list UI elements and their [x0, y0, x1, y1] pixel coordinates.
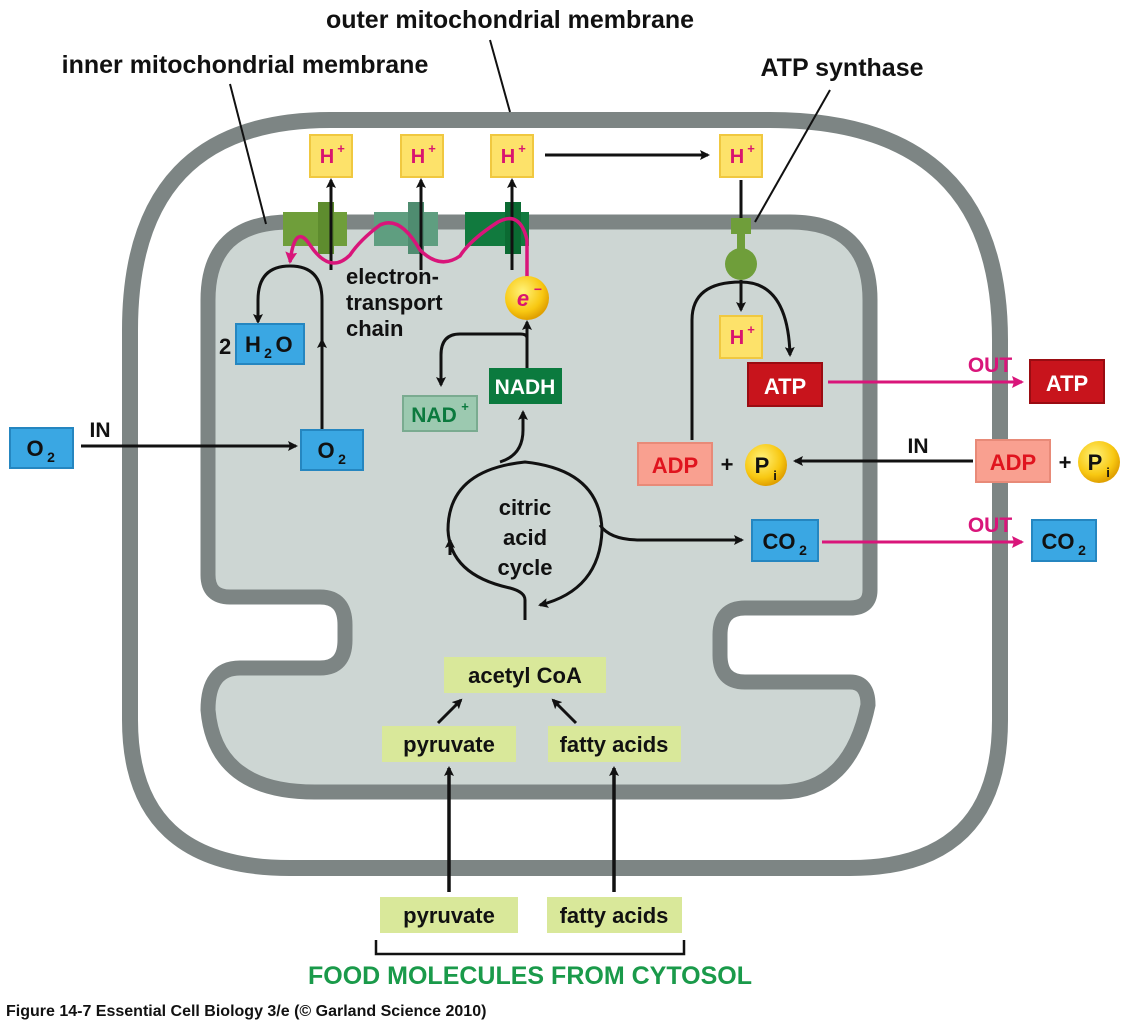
inner-membrane-leader — [229, 83, 267, 225]
etc-label-2: transport — [346, 290, 443, 315]
outer-membrane-leader — [489, 39, 511, 113]
svg-text:acetyl CoA: acetyl CoA — [468, 663, 582, 688]
adp-to-atp-arrow — [690, 280, 795, 440]
svg-text:H: H — [320, 146, 334, 168]
svg-text:P: P — [755, 453, 770, 478]
o2-to-water-arrow — [253, 264, 324, 430]
fatty-acid-to-acetyl-arrow — [551, 698, 578, 725]
adp-in-label: IN — [908, 435, 929, 458]
o2-in-label: IN — [90, 419, 111, 442]
svg-text:2: 2 — [264, 345, 272, 361]
svg-text:pyruvate: pyruvate — [403, 903, 495, 928]
figure-caption: Figure 14-7 Essential Cell Biology 3/e (… — [6, 1003, 486, 1020]
adp-box-matrix: ADP — [637, 442, 713, 486]
svg-text:ADP: ADP — [990, 450, 1036, 475]
food-molecules-title: FOOD MOLECULES FROM CYTOSOL — [308, 962, 752, 990]
co2-box-matrix: CO 2 — [751, 519, 819, 562]
o2-box-matrix: O 2 — [300, 429, 364, 471]
plus-sign-cytosol: + — [1059, 450, 1072, 475]
pi-ball-cytosol: P i — [1078, 441, 1120, 483]
svg-text:+: + — [747, 322, 755, 337]
svg-text:O: O — [317, 438, 334, 463]
svg-text:P: P — [1088, 450, 1103, 475]
h-plus-box-matrix: H + — [719, 315, 763, 359]
svg-text:NADH: NADH — [495, 376, 556, 399]
svg-text:+: + — [518, 141, 526, 156]
svg-text:fatty acids: fatty acids — [560, 903, 669, 928]
electron-path — [285, 216, 529, 278]
svg-text:O: O — [275, 332, 292, 357]
cycle-label-1: citric — [499, 495, 552, 520]
svg-text:−: − — [534, 281, 542, 297]
svg-text:fatty acids: fatty acids — [560, 732, 669, 757]
water-box: H 2 O — [235, 323, 305, 365]
atp-box-cytosol: ATP — [1029, 359, 1105, 404]
etc-label-1: electron- — [346, 264, 439, 289]
svg-text:NAD: NAD — [411, 404, 457, 427]
atp-box-matrix: ATP — [747, 362, 823, 407]
svg-text:CO: CO — [763, 529, 796, 554]
svg-text:+: + — [428, 141, 436, 156]
svg-text:H: H — [245, 332, 261, 357]
svg-text:ADP: ADP — [652, 453, 698, 478]
cycle-label-2: acid — [503, 525, 547, 550]
h-plus-box-2: H + — [400, 134, 444, 178]
acetyl-coa-box: acetyl CoA — [444, 657, 606, 693]
cycle-label-3: cycle — [497, 555, 552, 580]
svg-text:H: H — [730, 146, 744, 168]
svg-text:H: H — [730, 327, 744, 349]
water-coefficient: 2 — [219, 334, 231, 359]
h-plus-box-3: H + — [490, 134, 534, 178]
svg-text:2: 2 — [47, 449, 55, 465]
atp-synthase-leader — [754, 89, 831, 223]
svg-text:+: + — [337, 141, 345, 156]
nadh-box: NADH — [489, 368, 562, 404]
citric-acid-cycle — [445, 410, 744, 620]
svg-text:e: e — [517, 286, 529, 311]
atp-synthase — [725, 218, 757, 280]
pyruvate-box-cytosol: pyruvate — [380, 897, 518, 933]
atp-out-label: OUT — [968, 354, 1013, 377]
svg-text:2: 2 — [338, 451, 346, 467]
o2-box-cytosol: O 2 — [9, 427, 74, 469]
electron-ball: e − — [505, 276, 549, 320]
svg-text:H: H — [411, 146, 425, 168]
nad-plus-box: NAD + — [402, 395, 478, 432]
svg-text:pyruvate: pyruvate — [403, 732, 495, 757]
inner-membrane-label: inner mitochondrial membrane — [62, 51, 429, 79]
fatty-acids-box-cytosol: fatty acids — [547, 897, 682, 933]
svg-text:+: + — [461, 399, 469, 414]
inner-membrane — [200, 214, 878, 800]
pi-ball-matrix: P i — [745, 444, 787, 486]
etc-label-3: chain — [346, 316, 403, 341]
svg-text:2: 2 — [1078, 542, 1086, 558]
svg-text:i: i — [773, 468, 777, 483]
food-bracket — [374, 940, 686, 956]
h-plus-box-1: H + — [309, 134, 353, 178]
h-plus-box-4: H + — [719, 134, 763, 178]
adp-box-cytosol: ADP — [975, 439, 1051, 483]
plus-sign-matrix: + — [721, 452, 734, 477]
atp-synthase-label: ATP synthase — [760, 54, 923, 82]
svg-text:+: + — [747, 141, 755, 156]
co2-box-cytosol: CO 2 — [1031, 519, 1097, 562]
svg-text:O: O — [26, 436, 43, 461]
svg-text:ATP: ATP — [1046, 371, 1088, 396]
outer-membrane-label: outer mitochondrial membrane — [326, 6, 694, 34]
svg-text:2: 2 — [799, 542, 807, 558]
nadh-to-nad-arrow — [436, 332, 529, 387]
fatty-acids-box-matrix: fatty acids — [548, 726, 681, 762]
pyruvate-to-acetyl-arrow — [436, 698, 463, 725]
svg-text:CO: CO — [1042, 529, 1075, 554]
svg-text:ATP: ATP — [764, 374, 806, 399]
co2-out-label: OUT — [968, 514, 1013, 537]
svg-text:i: i — [1106, 465, 1110, 480]
pyruvate-box-matrix: pyruvate — [382, 726, 516, 762]
svg-text:H: H — [501, 146, 515, 168]
